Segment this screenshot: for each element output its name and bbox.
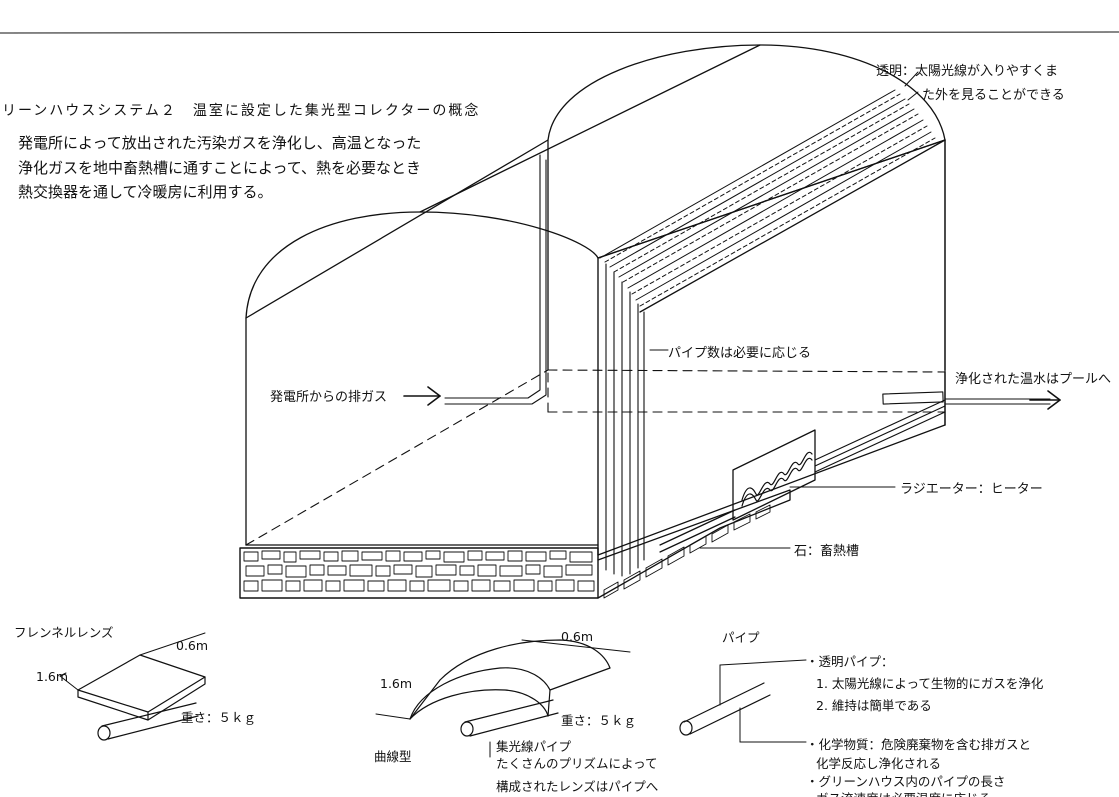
pipe-sketch	[679, 659, 807, 743]
outlet-pipe	[814, 391, 1051, 473]
description-line-3: 熱交換器を通して冷暖房に利用する。	[18, 183, 273, 201]
curved-pipe-label-1: 集光線パイプ	[496, 739, 572, 754]
exhaust-arrow	[403, 386, 441, 406]
floor-dashed-lines	[245, 369, 946, 546]
side-wall-top	[639, 139, 946, 313]
exhaust-gas-label: 発電所からの排ガス	[270, 390, 388, 405]
outlet-arrow	[1029, 390, 1061, 410]
curved-type-label: 曲線型	[374, 749, 412, 764]
description-line-1: 発電所によって放出された汚染ガスを浄化し、高温となった	[18, 134, 422, 152]
fresnel-length: 1.6m	[36, 669, 69, 684]
vertical-pipe-bundle	[597, 257, 645, 577]
curved-width: 0.6m	[561, 629, 594, 644]
fresnel-lens-sketch	[59, 632, 206, 741]
transparent-note-line-1: 透明：太陽光線が入りやすくま	[876, 64, 1059, 79]
pipe-note-1-item-1: 1. 太陽光線によって生物的にガスを浄化	[816, 676, 1044, 691]
stone-storage-label: 石：畜熱槽	[794, 544, 860, 559]
description-line-2: 浄化ガスを地中畜熱槽に通すことによって、熱を必要なとき	[18, 159, 422, 177]
page-title: リーンハウスシステム２ 温室に設定した集光型コレクターの概念	[2, 103, 481, 119]
radiator-label: ラジエーター：ヒーター	[900, 482, 1043, 497]
curved-weight: 重さ：５ｋｇ	[561, 713, 637, 728]
stone-storage-tank	[239, 489, 791, 599]
pipe-title: パイプ	[722, 630, 760, 645]
roof-pipe-bundle	[599, 89, 936, 307]
greenhouse-front-arch	[245, 211, 599, 556]
curved-pipe-label-3: 構成されたレンズはパイプへ	[496, 779, 659, 794]
roof-edge-2	[597, 139, 946, 259]
curved-length: 1.6m	[380, 676, 413, 691]
pipe-note-1: ・透明パイプ：	[806, 654, 894, 669]
transparent-note-line-2: た外を見ることができる	[922, 88, 1065, 103]
roof-left-edge	[245, 139, 549, 319]
scan-top-line	[0, 31, 1119, 34]
pipe-note-1-item-2: 2. 維持は簡単である	[816, 698, 932, 713]
pipe-note-2-line-1: ・化学物質：危険廃棄物を含む排ガスと	[806, 737, 1032, 752]
curved-collector-sketch	[375, 639, 631, 758]
curved-pipe-label-2: たくさんのプリズムによって	[496, 756, 658, 771]
warm-water-label: 浄化された温水はプールへ	[955, 372, 1112, 387]
pipe-note-3-line-2: ガス流速度は必要温度に応じる	[816, 788, 991, 797]
pipe-note-3-line-1: ・グリーンハウス内のパイプの長さ	[806, 774, 1006, 789]
radiator-panel	[659, 429, 816, 553]
pipe-note-2-line-2: 化学反応し浄化される	[816, 756, 942, 771]
floor-right-edge	[597, 424, 946, 556]
pipe-count-label: パイプ数は必要に応じる	[668, 346, 812, 361]
exhaust-pipe	[444, 154, 541, 399]
roof-ridge-line	[419, 44, 761, 213]
fresnel-width: 0.6m	[176, 638, 209, 653]
fresnel-weight: 重さ：５ｋｇ	[181, 710, 257, 725]
leader-lines	[649, 71, 919, 549]
fresnel-title: フレンネルレンズ	[14, 625, 114, 640]
